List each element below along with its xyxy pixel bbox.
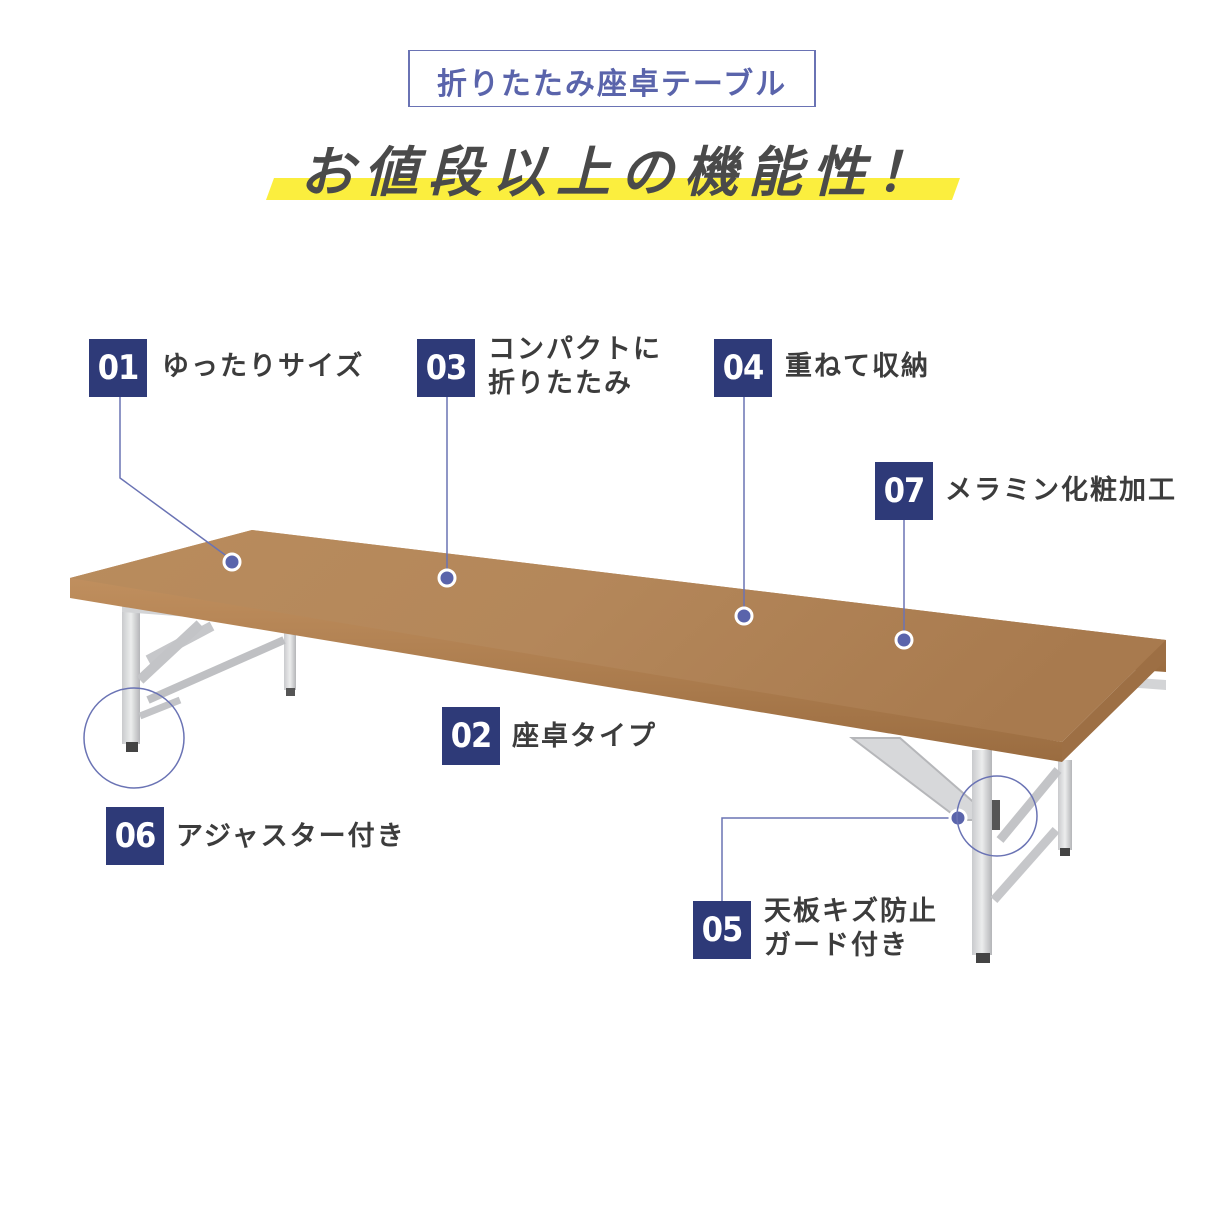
feature-number-01: 01 xyxy=(89,339,147,397)
back-left-leg xyxy=(145,621,296,704)
feature-number-05: 05 xyxy=(693,901,751,959)
front-right-leg xyxy=(849,737,1060,963)
subtitle-frame: 折りたたみ座卓テーブル xyxy=(408,50,816,107)
subtitle: 折りたたみ座卓テーブル xyxy=(436,67,788,102)
feature-label-low-table: 座卓タイプ xyxy=(512,721,657,752)
back-right-leg xyxy=(996,760,1072,856)
tabletop xyxy=(70,530,1166,762)
page-title: お値段以上の機能性！ xyxy=(300,141,940,204)
feature-number-06: 06 xyxy=(106,807,164,865)
feature-label-stackable: 重ねて収納 xyxy=(785,351,930,382)
feature-number-02: 02 xyxy=(442,707,500,765)
feature-label-melamine: メラミン化粧加工 xyxy=(945,475,1177,506)
adjuster-detail-circle xyxy=(83,687,185,789)
callout-lines xyxy=(119,396,958,930)
feature-number-04: 04 xyxy=(714,339,772,397)
front-left-leg xyxy=(122,604,204,752)
feature-label-edge-guard: 天板キズ防止 ガード付き xyxy=(764,896,938,961)
feature-number-03: 03 xyxy=(417,339,475,397)
callout-dots xyxy=(222,552,968,828)
feature-label-compact-fold: コンパクトに 折りたたみ xyxy=(488,334,662,399)
guard-detail-circle xyxy=(956,775,1038,857)
feature-number-07: 07 xyxy=(875,462,933,520)
feature-label-spacious: ゆったりサイズ xyxy=(162,351,365,382)
feature-label-adjuster: アジャスター付き xyxy=(176,821,406,852)
